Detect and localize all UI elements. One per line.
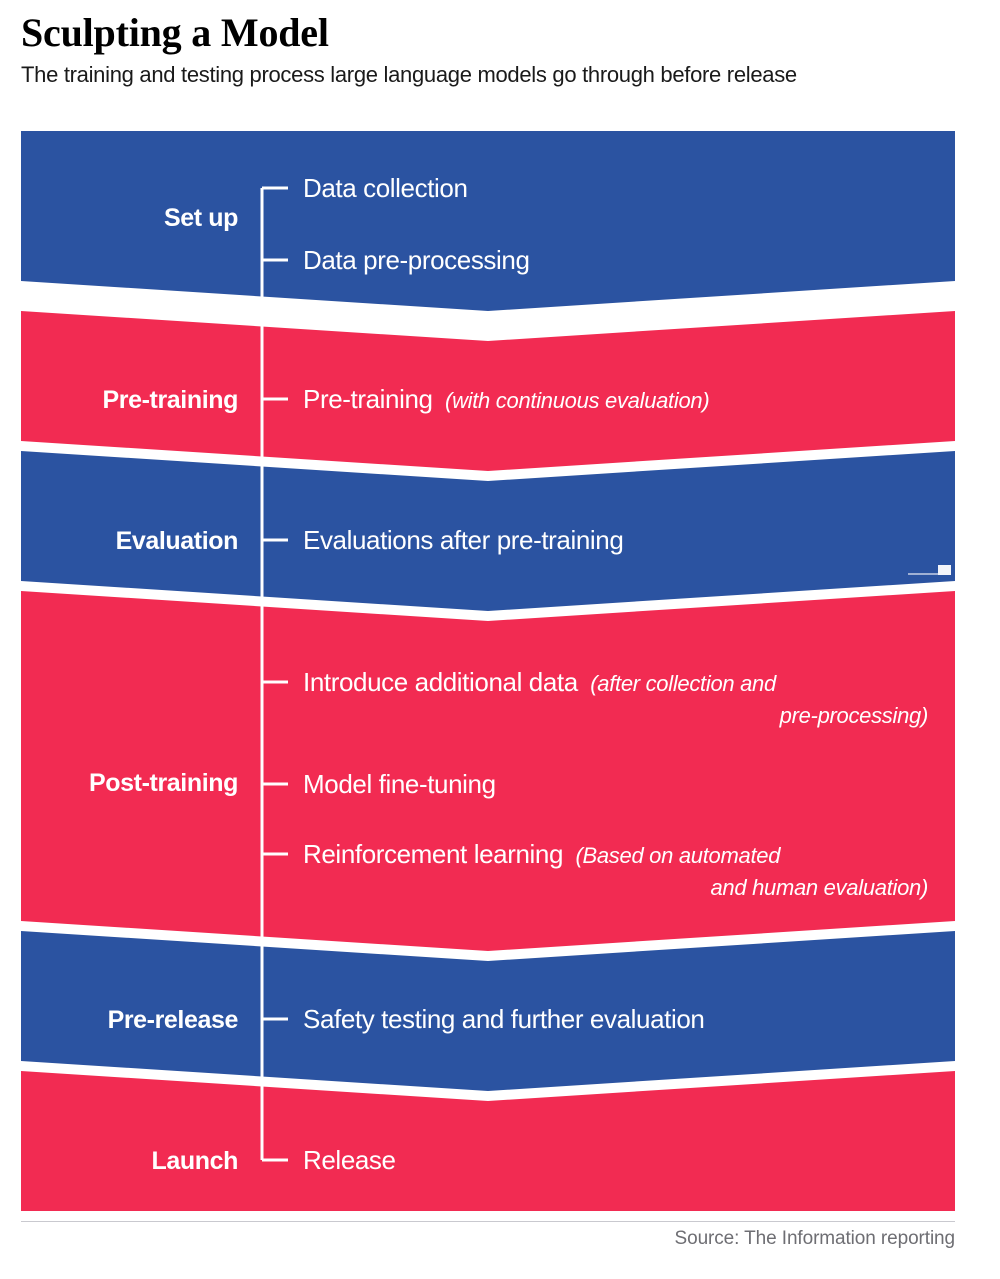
- item-pre-training: Pre-training (with continuous evaluation…: [303, 384, 709, 414]
- item-introduce-additional-data-note2: pre-processing): [779, 703, 928, 728]
- item-introduce-additional-data: Introduce additional data (after collect…: [303, 667, 777, 697]
- stage-band-evaluation[interactable]: [21, 451, 955, 611]
- stage-pre-release[interactable]: Pre-release Safety testing and further e…: [21, 931, 955, 1091]
- item-reinforcement-learning: Reinforcement learning (Based on automat…: [303, 839, 781, 869]
- item-reinforcement-learning-note2: and human evaluation): [710, 875, 928, 900]
- stage-band-set-up[interactable]: [21, 131, 955, 311]
- item-evaluations-after-pre-training: Evaluations after pre-training: [303, 525, 623, 555]
- page-title: Sculpting a Model: [21, 10, 329, 55]
- funnel-svg: Set up Data collection Data pre-processi…: [21, 131, 955, 1211]
- stage-post-training[interactable]: Post-training Introduce additional data …: [21, 591, 955, 951]
- page-subtitle: The training and testing process large l…: [21, 62, 797, 87]
- item-model-fine-tuning: Model fine-tuning: [303, 769, 496, 799]
- stage-label-pre-release: Pre-release: [108, 1006, 239, 1034]
- stage-launch[interactable]: Launch Release: [21, 1071, 955, 1211]
- stage-evaluation[interactable]: Evaluation Evaluations after pre-trainin…: [21, 451, 955, 611]
- item-introduce-additional-data-main: Introduce additional data: [303, 667, 579, 697]
- stage-set-up[interactable]: Set up Data collection Data pre-processi…: [21, 131, 955, 311]
- item-introduce-additional-data-note: (after collection and: [590, 671, 777, 696]
- stage-pre-training[interactable]: Pre-training Pre-training (with continuo…: [21, 311, 955, 471]
- item-data-collection: Data collection: [303, 173, 468, 203]
- chevron-funnel-chart: Set up Data collection Data pre-processi…: [0, 131, 1000, 1224]
- stage-band-launch[interactable]: [21, 1071, 955, 1211]
- item-pre-training-main: Pre-training: [303, 384, 433, 414]
- header: Sculpting a Model The training and testi…: [21, 10, 961, 88]
- item-data-pre-processing: Data pre-processing: [303, 245, 530, 275]
- stage-label-pre-training: Pre-training: [103, 386, 239, 414]
- stage-band-pre-training[interactable]: [21, 311, 955, 471]
- item-reinforcement-learning-main: Reinforcement learning: [303, 839, 563, 869]
- stage-label-evaluation: Evaluation: [116, 527, 238, 555]
- footer-divider: [21, 1221, 955, 1222]
- item-pre-training-note: (with continuous evaluation): [445, 388, 709, 413]
- stage-label-post-training: Post-training: [89, 769, 238, 797]
- stage-band-pre-release[interactable]: [21, 931, 955, 1091]
- source-note: Source: The Information reporting: [674, 1228, 956, 1249]
- evaluation-band-artifact: [908, 565, 951, 575]
- stage-band-post-training[interactable]: [21, 591, 955, 951]
- stage-label-set-up: Set up: [164, 204, 238, 232]
- item-reinforcement-learning-note: (Based on automated: [575, 843, 781, 868]
- item-release: Release: [303, 1145, 396, 1175]
- stage-label-launch: Launch: [152, 1147, 239, 1175]
- item-safety-testing: Safety testing and further evaluation: [303, 1004, 704, 1034]
